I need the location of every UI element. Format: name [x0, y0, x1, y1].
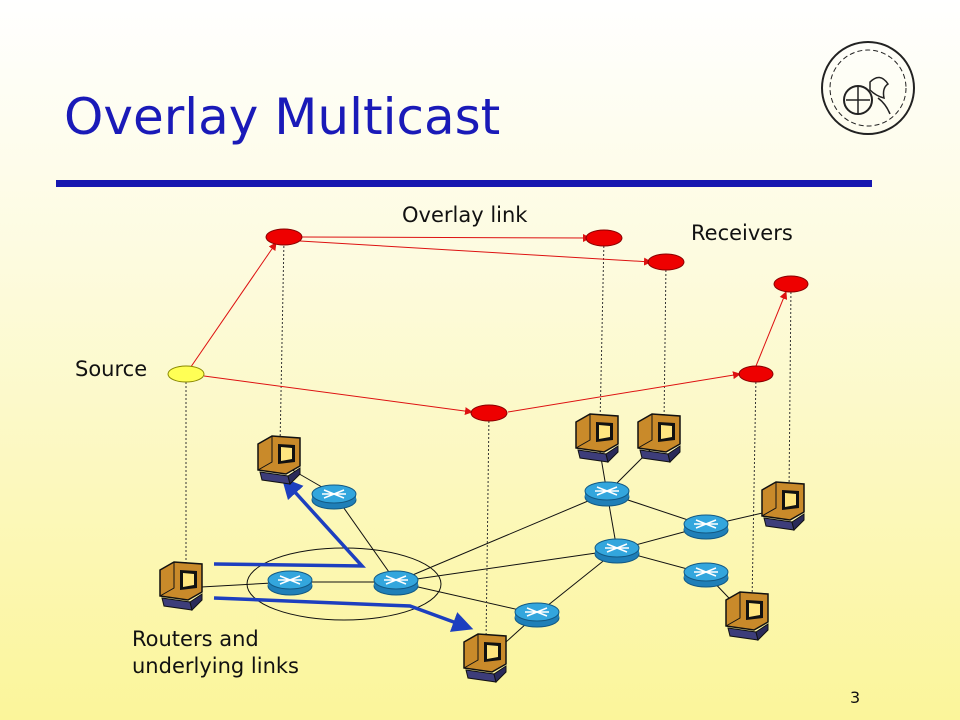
router-icon: [594, 538, 640, 564]
overlay-receiver-node: [773, 275, 809, 293]
university-seal-logo: [821, 41, 915, 135]
routers-label-line2: underlying links: [132, 654, 299, 679]
overlay-node: [738, 365, 774, 383]
router-icon: [373, 570, 419, 596]
router-icon: [683, 562, 729, 588]
router-icon: [584, 481, 630, 507]
computer-host-icon: [637, 413, 681, 463]
router-icon: [267, 570, 313, 596]
routers-label: Routers and underlying links: [132, 626, 352, 681]
slide-title: Overlay Multicast: [64, 88, 501, 146]
computer-host-icon: [257, 435, 301, 485]
routers-label-line1: Routers and: [132, 627, 259, 651]
overlay-node: [265, 228, 303, 246]
host-mapping-lines: [185, 237, 792, 645]
router-icon: [683, 514, 729, 540]
source-node: [167, 365, 205, 383]
overlay-receiver-node: [585, 229, 623, 247]
computer-host-icon: [761, 481, 805, 531]
overlay-links: [185, 233, 788, 416]
highlight-arrows: [213, 477, 474, 632]
computer-host-icon: [159, 561, 203, 611]
overlay-link-label: Overlay link: [402, 203, 528, 227]
page-number: 3: [850, 688, 861, 707]
computer-host-icon: [725, 591, 769, 641]
computer-host-icon: [575, 413, 619, 463]
computer-host-icon: [463, 633, 507, 683]
receivers-label: Receivers: [691, 221, 793, 245]
overlay-receiver-node: [647, 253, 685, 271]
router-icon: [311, 484, 357, 510]
source-label: Source: [75, 357, 148, 381]
router-icon: [514, 602, 560, 628]
overlay-node: [470, 404, 508, 422]
title-underline: [56, 180, 872, 187]
